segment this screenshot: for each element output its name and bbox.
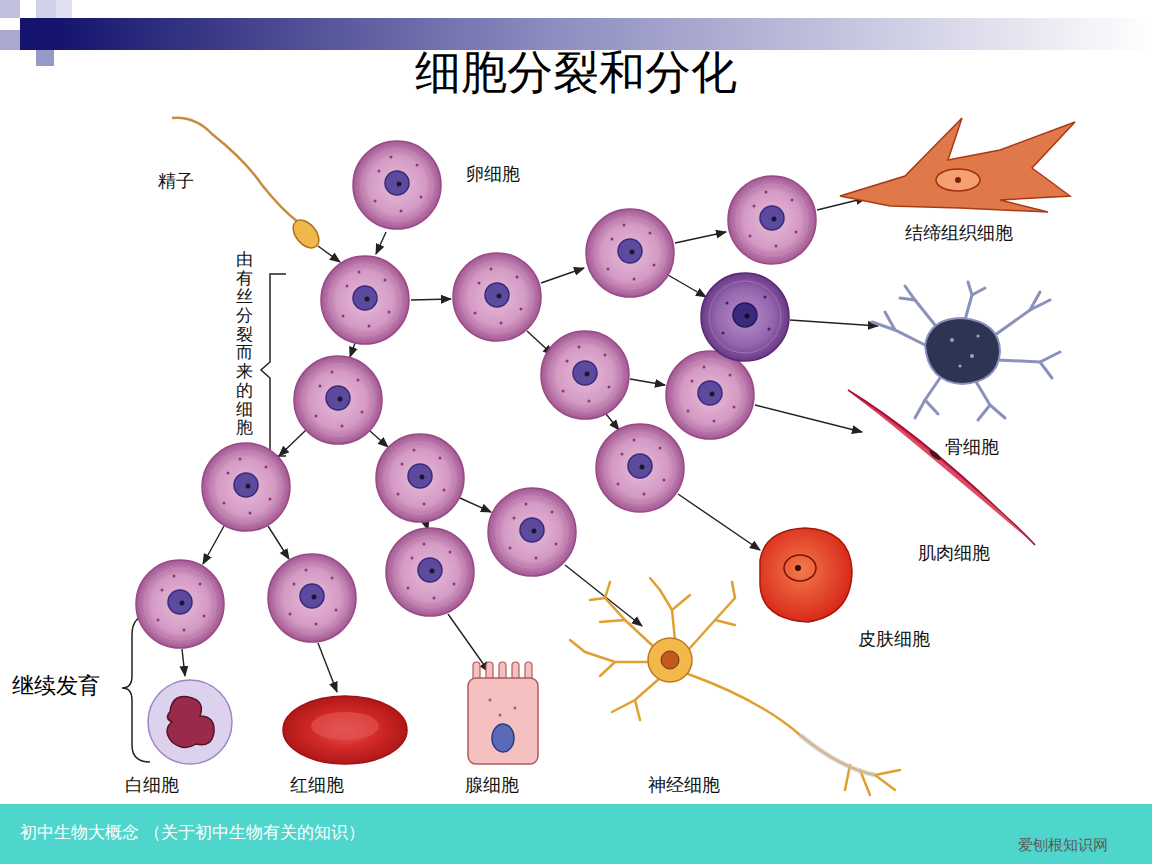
brace	[122, 615, 150, 762]
skin-cell	[760, 528, 852, 622]
gland-cell	[468, 662, 538, 764]
connective-tissue-cell	[840, 118, 1075, 212]
cell-name: 精子	[158, 170, 196, 192]
white-blood-cell	[148, 680, 232, 764]
cell-label: 白细胞	[125, 774, 181, 796]
side-note: 继续发育	[12, 671, 100, 701]
cell-label: 卵细胞	[466, 163, 522, 185]
cell-name: 腺细胞	[465, 774, 521, 796]
cell-name: 白细胞	[125, 774, 181, 796]
cell-name: 骨细胞	[945, 436, 1001, 458]
title: 细胞分裂和分化	[0, 42, 1152, 104]
cell-label: 红细胞	[290, 774, 346, 796]
red-blood-cell	[283, 696, 407, 764]
cell-label: 精子	[158, 170, 196, 192]
cell-name: 卵细胞	[466, 163, 522, 185]
cell-label: 皮肤细胞	[858, 628, 932, 650]
cell-name: 红细胞	[290, 774, 346, 796]
cell-name: 皮肤细胞	[858, 628, 932, 650]
bracket-note: 由有丝分裂而来的细胞	[236, 250, 253, 437]
footer-text: 初中生物大概念 （关于初中生物有关的知识）	[20, 821, 365, 844]
footer-band	[0, 804, 1152, 864]
nerve-cell	[570, 578, 900, 795]
cell-label: 神经细胞	[648, 774, 722, 796]
bracket	[261, 274, 286, 456]
watermark: 爱刨根知识网	[1018, 836, 1108, 855]
sperm-figure	[172, 118, 324, 253]
cell-label: 肌肉细胞	[918, 542, 992, 564]
cell-name: 结缔组织细胞	[905, 222, 1015, 244]
cell-label: 骨细胞	[945, 436, 1001, 458]
cell-label: 腺细胞	[465, 774, 521, 796]
cell-name: 肌肉细胞	[918, 542, 992, 564]
bone-cell	[872, 282, 1060, 420]
cell-label: 结缔组织细胞	[905, 222, 1015, 244]
cell-name: 神经细胞	[648, 774, 722, 796]
dividing-cells	[136, 141, 816, 648]
arrows	[182, 198, 878, 692]
muscle-cell	[848, 390, 1035, 545]
